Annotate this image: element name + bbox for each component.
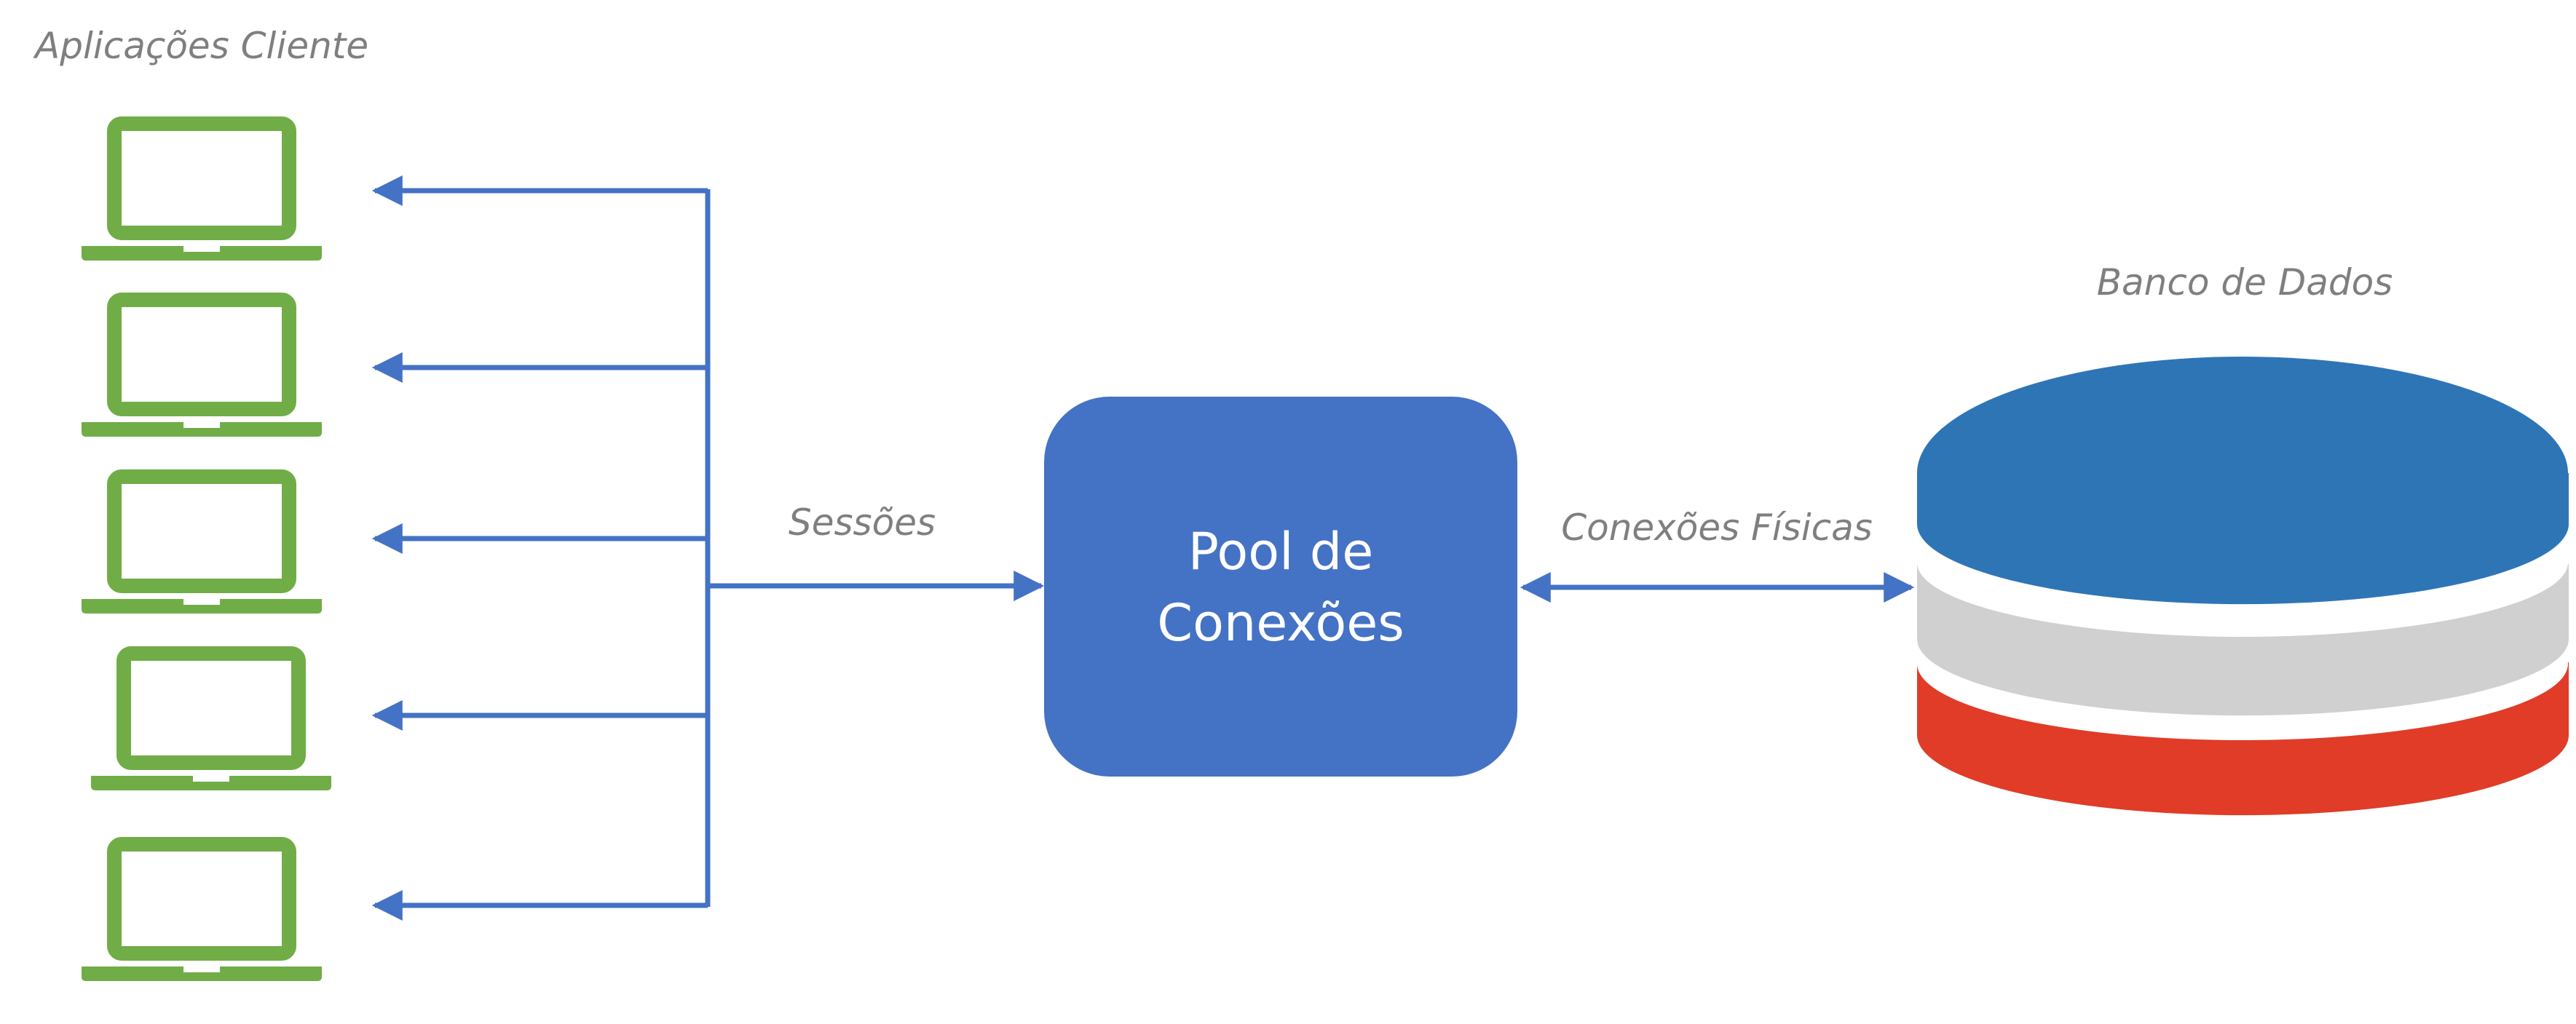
database-cylinder-icon: [1917, 357, 2569, 816]
connection-pool-box: Pool de Conexões: [1044, 397, 1517, 777]
client-laptops: [82, 124, 331, 981]
laptop-icon: [82, 477, 322, 614]
session-connectors: [371, 175, 1045, 921]
physical-connections-label: Conexões Físicas: [1561, 507, 1873, 549]
laptop-icon: [91, 654, 331, 790]
sessions-label: Sessões: [789, 501, 936, 544]
laptop-icon: [82, 124, 322, 261]
database-title: Banco de Dados: [2097, 261, 2393, 303]
pool-label-line-1: Pool de: [1188, 522, 1374, 582]
laptop-icon: [82, 844, 322, 981]
pool-label-line-2: Conexões: [1157, 593, 1404, 653]
laptop-icon: [82, 300, 322, 437]
clients-title: Aplicações Cliente: [33, 25, 368, 67]
